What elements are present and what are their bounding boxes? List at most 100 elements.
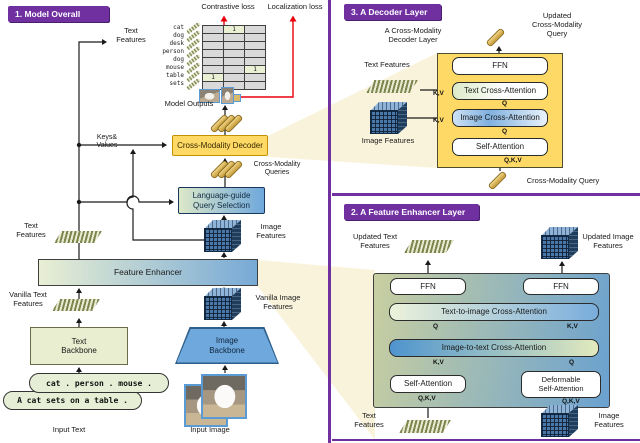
matrix-cell bbox=[224, 58, 244, 65]
image-backbone-box: Image Backbone bbox=[175, 327, 279, 364]
deformable-self-attention-box: Deformable Self-Attention bbox=[521, 371, 601, 398]
matrix-row-label: sets bbox=[169, 80, 184, 87]
model-outputs-label: Model Outputs bbox=[164, 99, 214, 108]
matrix-cell bbox=[203, 42, 223, 49]
matrix-row-label: dog bbox=[173, 32, 184, 39]
localization-loss-label: Localization loss bbox=[267, 2, 323, 11]
image-backbone-face: Image Backbone bbox=[176, 328, 278, 363]
cross-modality-query-icon bbox=[485, 169, 509, 191]
decoder-text-features-icon bbox=[366, 80, 418, 93]
input-text-label: Input Text bbox=[52, 425, 86, 434]
text-to-image-cross-attention-box: Text-to-image Cross-Attention bbox=[389, 303, 599, 321]
port-q-image-ca: Q bbox=[502, 128, 508, 135]
section-badge-feature-enhancer-layer: 2. A Feature Enhancer Layer bbox=[344, 204, 479, 220]
matrix-cell bbox=[245, 58, 265, 65]
port-kv-image-ca: K,V bbox=[433, 117, 444, 124]
vanilla-image-features-cube bbox=[204, 288, 242, 321]
updated-text-features-label: Updated Text Features bbox=[352, 232, 398, 250]
decoder-layer-caption: A Cross-Modality Decoder Layer bbox=[384, 26, 442, 44]
image-cross-attention-box: Image Cross-Attention bbox=[452, 109, 548, 127]
text-features-label: Text Features bbox=[16, 221, 46, 239]
decoder-self-attention-box: Self-Attention bbox=[452, 138, 548, 156]
loss-arrows bbox=[220, 15, 297, 98]
matrix-cell: 1 bbox=[203, 74, 223, 81]
port-qkv-decoder: Q,K,V bbox=[504, 157, 522, 164]
matrix-cell bbox=[203, 82, 223, 89]
matrix-cell bbox=[224, 82, 244, 89]
matrix-row-label: mouse bbox=[165, 64, 184, 71]
port-kv-i2t: K,V bbox=[433, 359, 444, 366]
enhancer-self-attention-box: Self-Attention bbox=[390, 375, 466, 393]
matrix-cell bbox=[245, 42, 265, 49]
decoder-image-features-label: Image Features bbox=[361, 136, 415, 145]
model-output-thumb-2 bbox=[221, 87, 234, 104]
cross-modality-queries-label: Cross-Modality Queries bbox=[253, 161, 301, 177]
text-features-top-label: Text Features bbox=[116, 26, 146, 44]
matrix-row-label: desk bbox=[169, 40, 184, 47]
matrix-cell: 1 bbox=[245, 66, 265, 73]
image-to-text-cross-attention-box: Image-to-text Cross-Attention bbox=[389, 339, 599, 357]
keys-values-label: Keys& Values bbox=[96, 134, 118, 150]
decoder-image-features-cube bbox=[370, 102, 408, 135]
matrix-row-label: table bbox=[165, 72, 184, 79]
matrix-cell: 1 bbox=[224, 26, 244, 33]
port-qkv-right: Q,K,V bbox=[562, 398, 580, 405]
section-badge-decoder-layer: 3. A Decoder Layer bbox=[344, 4, 441, 20]
text-backbone-box: Text Backbone bbox=[30, 327, 128, 365]
input-image-photo-front bbox=[201, 374, 247, 419]
prompt-pill-primary: cat . person . mouse . bbox=[29, 373, 169, 393]
matrix-row-label: person bbox=[162, 48, 184, 55]
port-kv-t2i: K,V bbox=[567, 323, 578, 330]
contrastive-loss-label: Contrastive loss bbox=[201, 2, 255, 11]
text-cross-attention-box: Text Cross-Attention bbox=[452, 82, 548, 100]
matrix-cell bbox=[203, 58, 223, 65]
matrix-cell bbox=[203, 26, 223, 33]
decoder-text-features-label: Text Features bbox=[364, 60, 410, 69]
decoder-ffn-box: FFN bbox=[452, 57, 548, 75]
matrix-cell bbox=[245, 34, 265, 41]
section-badge-model-overall: 1. Model Overall bbox=[8, 6, 109, 22]
enhancer-image-features-cube bbox=[541, 405, 579, 438]
enhancer-text-features-icon bbox=[399, 420, 451, 433]
cross-modality-queries-icon-2 bbox=[209, 158, 244, 180]
matrix-row-ticks bbox=[186, 21, 202, 91]
matrix-cell bbox=[245, 26, 265, 33]
updated-cross-modality-query-label: Updated Cross-Modality Query bbox=[531, 11, 582, 38]
matrix-cell bbox=[245, 74, 265, 81]
alignment-matrix: 1 1 1 bbox=[202, 25, 266, 90]
matrix-cell bbox=[224, 34, 244, 41]
updated-image-features-label: Updated Image Features bbox=[582, 232, 634, 250]
zoom-cone-enhancer bbox=[258, 260, 375, 440]
matrix-cell bbox=[224, 74, 244, 81]
input-image-label: Input Image bbox=[190, 425, 230, 434]
matrix-cell bbox=[203, 66, 223, 73]
cross-modality-decoder-box: Cross-Modality Decoder bbox=[172, 135, 268, 156]
model-output-thumb-3 bbox=[233, 94, 241, 102]
model-output-thumb-1 bbox=[199, 89, 220, 103]
matrix-cell bbox=[203, 50, 223, 57]
matrix-cell bbox=[224, 66, 244, 73]
enhancer-ffn-left-box: FFN bbox=[390, 278, 466, 295]
image-features-label: Image Features bbox=[256, 222, 286, 240]
prompt-pill-secondary: A cat sets on a table . bbox=[3, 391, 142, 410]
matrix-cell bbox=[224, 50, 244, 57]
port-qkv-left: Q,K,V bbox=[418, 395, 436, 402]
port-q-t2i: Q bbox=[433, 323, 439, 330]
updated-image-features-cube bbox=[541, 227, 579, 260]
matrix-row-label: dog bbox=[173, 56, 184, 63]
panel-separator-vertical bbox=[328, 0, 331, 443]
language-guide-query-selection-box: Language-guide Query Selection bbox=[178, 187, 265, 214]
panel-separator-horizontal bbox=[332, 193, 640, 196]
enhancer-image-features-label: Image Features bbox=[594, 411, 624, 429]
enhancer-text-features-label: Text Features bbox=[354, 411, 384, 429]
port-kv-text-ca: K,V bbox=[433, 90, 444, 97]
port-q-i2t: Q bbox=[569, 359, 575, 366]
matrix-cell bbox=[245, 50, 265, 57]
updated-query-icon bbox=[483, 26, 507, 48]
text-features-icon bbox=[54, 231, 102, 243]
vanilla-image-features-label: Vanilla Image Features bbox=[255, 293, 301, 311]
matrix-row-label: cat bbox=[173, 24, 184, 31]
panel-separator-bottom bbox=[332, 438, 640, 441]
